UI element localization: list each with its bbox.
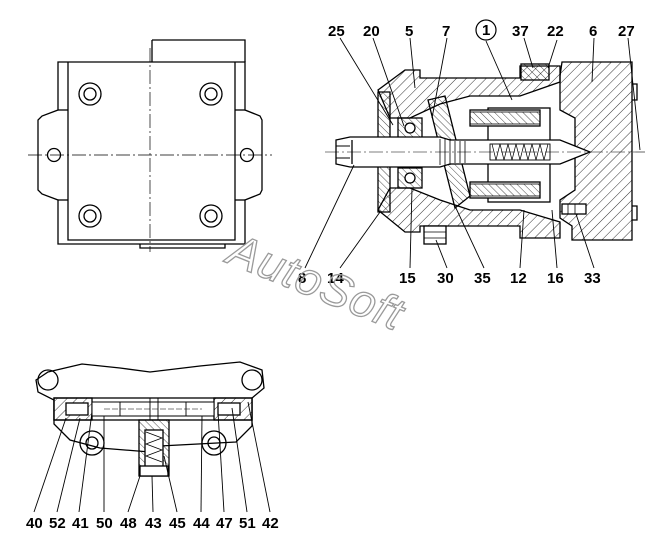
callout-12: 12 bbox=[510, 270, 527, 287]
plug-bottom bbox=[423, 225, 447, 245]
callout-52: 52 bbox=[49, 515, 66, 532]
callout-25: 25 bbox=[328, 23, 345, 40]
top-callouts: 25 20 5 7 1 37 22 6 27 bbox=[328, 22, 635, 40]
callout-51: 51 bbox=[239, 515, 256, 532]
callout-15: 15 bbox=[399, 270, 416, 287]
callout-47: 47 bbox=[216, 515, 233, 532]
callout-48: 48 bbox=[120, 515, 137, 532]
callout-37: 37 bbox=[512, 23, 529, 40]
callout-6: 6 bbox=[589, 23, 597, 40]
callout-43: 43 bbox=[145, 515, 162, 532]
callout-41: 41 bbox=[72, 515, 89, 532]
callout-1: 1 bbox=[482, 22, 490, 39]
callout-8: 8 bbox=[298, 270, 306, 287]
callout-27: 27 bbox=[618, 23, 635, 40]
bolt-top-right-icon bbox=[199, 82, 223, 106]
housing-upper bbox=[377, 65, 561, 119]
port-fitting-top bbox=[520, 63, 550, 81]
section-view bbox=[325, 61, 645, 245]
callout-7: 7 bbox=[442, 23, 450, 40]
rear-cover bbox=[559, 61, 633, 241]
callout-circle-icon bbox=[475, 19, 497, 41]
leader-lines-top bbox=[339, 37, 641, 151]
callout-33: 33 bbox=[584, 270, 601, 287]
callout-45: 45 bbox=[169, 515, 186, 532]
callout-22: 22 bbox=[547, 23, 564, 40]
watermark-text: AutoSoft bbox=[218, 222, 412, 341]
callout-42: 42 bbox=[262, 515, 279, 532]
valve-ear-right-icon bbox=[241, 369, 263, 391]
callout-5: 5 bbox=[405, 23, 413, 40]
bolt-top-left-icon bbox=[78, 82, 102, 106]
leader-lines-valve bbox=[33, 401, 271, 513]
bottom-callouts: 8 14 15 30 35 12 16 33 bbox=[298, 270, 601, 287]
callout-30: 30 bbox=[437, 270, 454, 287]
callout-44: 44 bbox=[193, 515, 210, 532]
valve-ear-left-icon bbox=[37, 369, 59, 391]
bolt-bottom-left-icon bbox=[78, 204, 102, 228]
callout-35: 35 bbox=[474, 270, 491, 287]
callout-20: 20 bbox=[363, 23, 380, 40]
bolt-bottom-right-icon bbox=[199, 204, 223, 228]
callout-16: 16 bbox=[547, 270, 564, 287]
callout-40: 40 bbox=[26, 515, 43, 532]
valve-section-view bbox=[35, 361, 265, 477]
leader-lines-bottom bbox=[304, 164, 595, 269]
callout-14: 14 bbox=[327, 270, 344, 287]
callout-50: 50 bbox=[96, 515, 113, 532]
valve-callouts: 40 52 41 50 48 43 45 44 47 51 42 bbox=[26, 515, 279, 532]
front-view bbox=[28, 39, 272, 252]
